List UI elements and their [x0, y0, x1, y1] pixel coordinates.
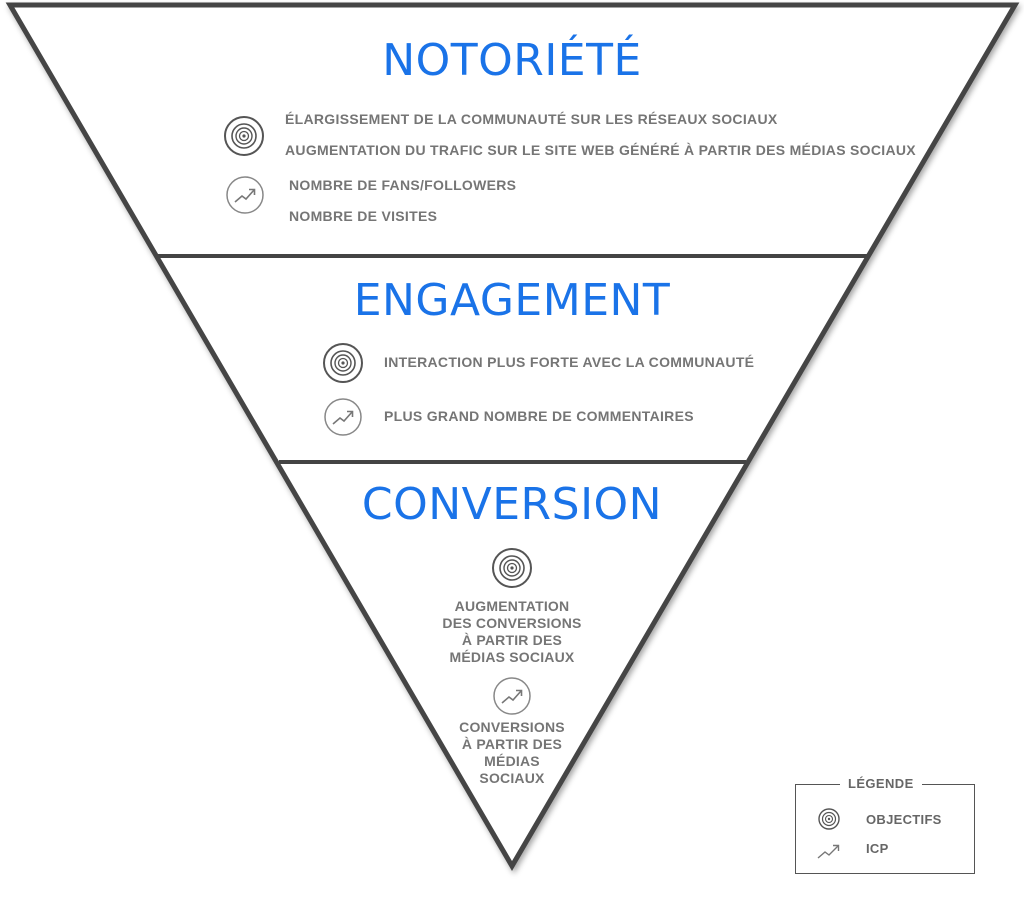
- kpi-text: NOMBRE DE FANS/FOLLOWERS: [289, 177, 517, 193]
- target-icon: [323, 343, 363, 383]
- kpi-text-line: CONVERSIONS: [459, 719, 565, 735]
- kpi-text: NOMBRE DE VISITES: [289, 208, 438, 224]
- kpi-text: PLUS GRAND NOMBRE DE COMMENTAIRES: [384, 408, 694, 424]
- trend-up-icon: [493, 677, 531, 715]
- target-icon: [224, 116, 264, 156]
- objective-text-line: AUGMENTATION: [454, 598, 570, 614]
- objective-text-line: DES CONVERSIONS: [442, 615, 582, 631]
- legend-objectives-label: OBJECTIFS: [866, 812, 942, 827]
- stage-title-notoriete: NOTORIÉTÉ: [382, 35, 642, 86]
- objective-text-line: À PARTIR DES: [461, 632, 563, 648]
- objective-text: ÉLARGISSEMENT DE LA COMMUNAUTÉ SUR LES R…: [285, 111, 778, 127]
- stage-title-conversion: CONVERSION: [361, 479, 663, 530]
- objective-text: INTERACTION PLUS FORTE AVEC LA COMMUNAUT…: [384, 354, 755, 370]
- target-icon: [818, 808, 840, 830]
- kpi-text-block: CONVERSIONS À PARTIR DES MÉDIAS SOCIAUX: [432, 719, 592, 787]
- target-icon: [492, 548, 532, 588]
- legend-title: LÉGENDE: [840, 776, 922, 792]
- objective-text-line: MÉDIAS SOCIAUX: [449, 649, 575, 665]
- legend-kpi-label: ICP: [866, 841, 889, 856]
- trend-up-icon: [324, 398, 362, 436]
- objective-text: AUGMENTATION DU TRAFIC SUR LE SITE WEB G…: [285, 142, 916, 158]
- kpi-text-line: MÉDIAS: [484, 753, 540, 769]
- trend-up-icon: [226, 176, 264, 214]
- funnel-outline: [5, 2, 1020, 871]
- trend-up-icon: [817, 844, 840, 859]
- kpi-text-line: À PARTIR DES: [461, 736, 563, 752]
- objective-text-block: AUGMENTATION DES CONVERSIONS À PARTIR DE…: [412, 598, 612, 666]
- stage-title-engagement: ENGAGEMENT: [353, 275, 671, 326]
- kpi-text-line: SOCIAUX: [479, 770, 545, 786]
